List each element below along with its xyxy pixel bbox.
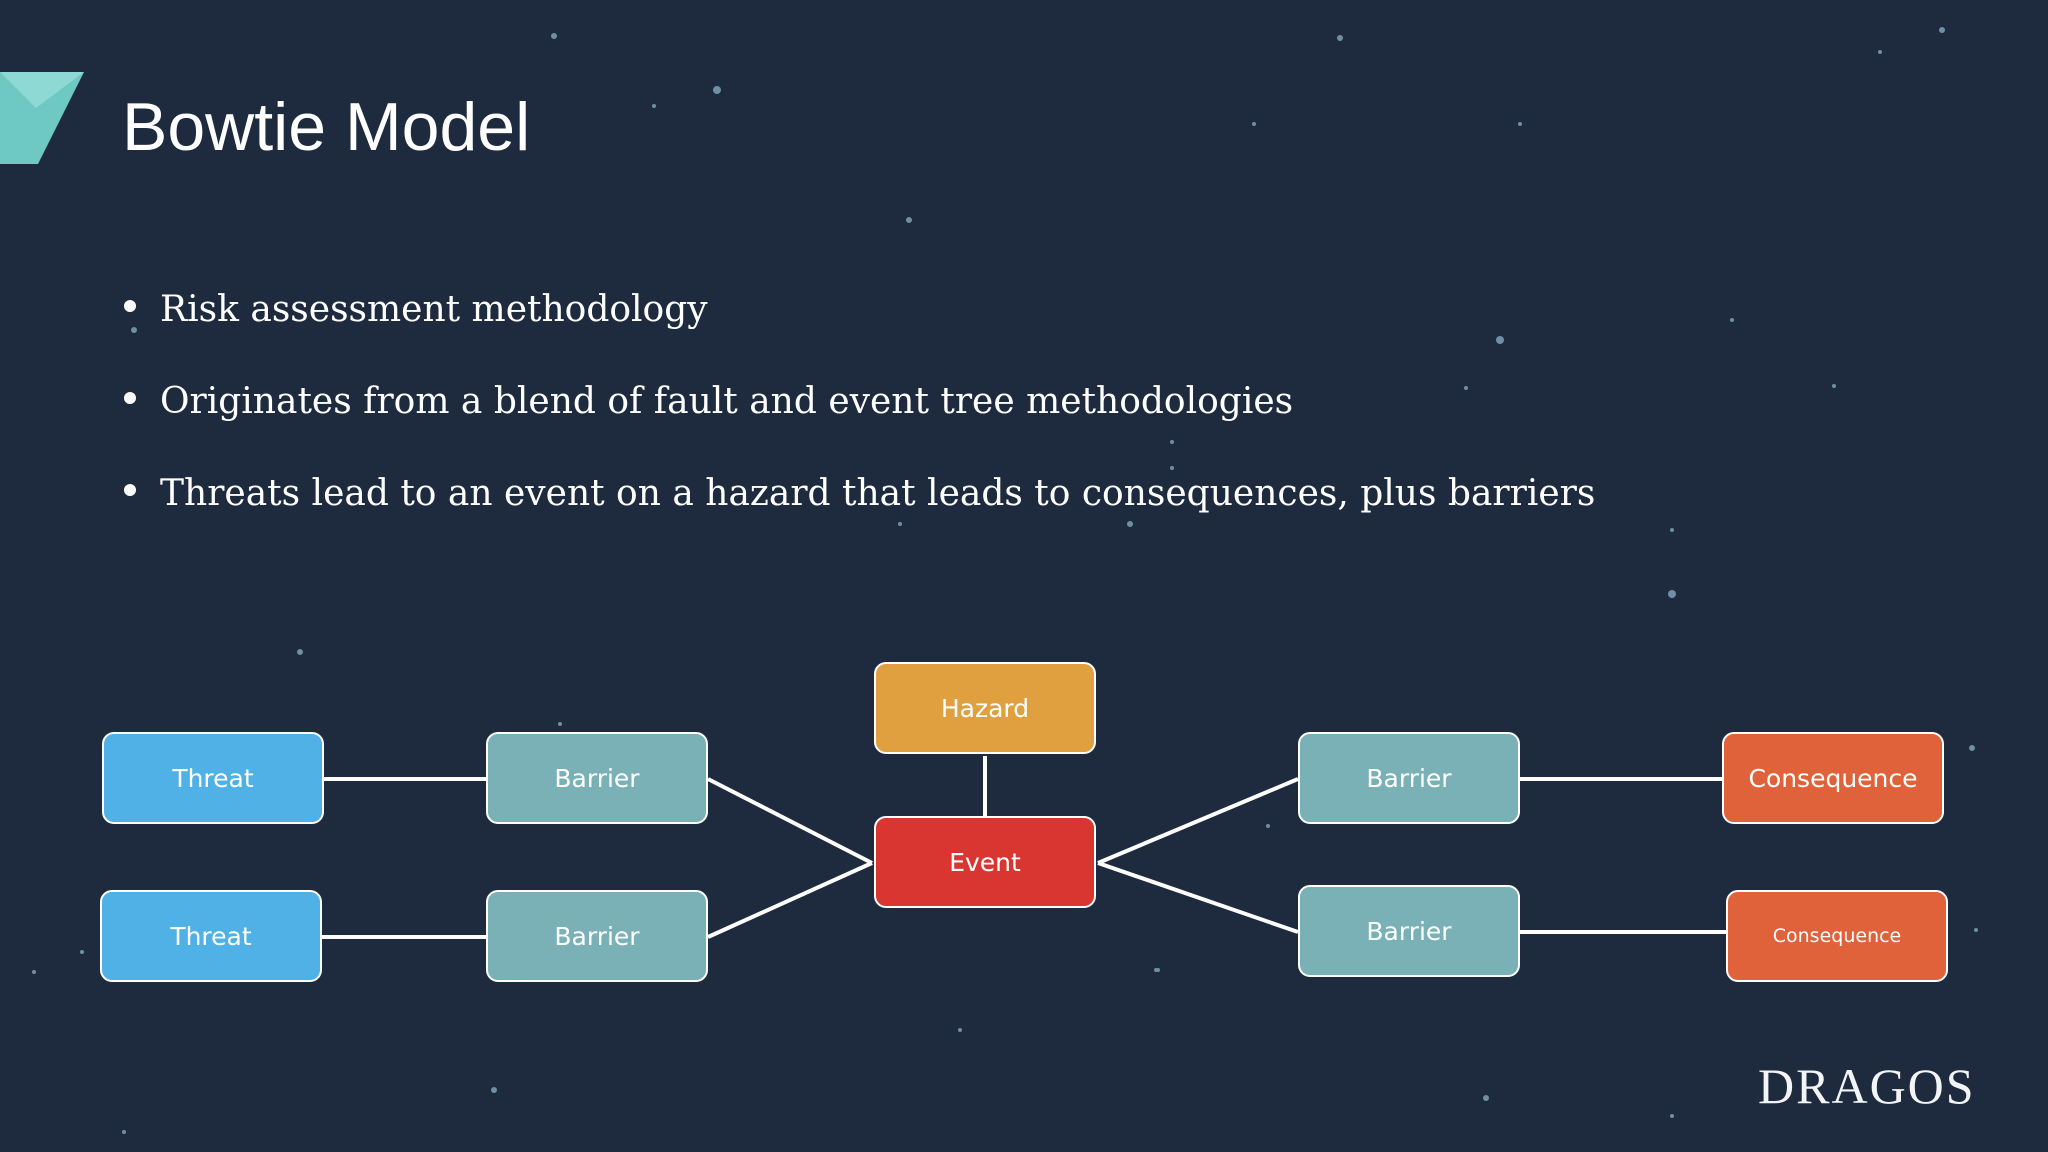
slide-title: Bowtie Model: [122, 89, 531, 165]
connector-event-barrier3: [1097, 777, 1299, 865]
bullet-text: Originates from a blend of fault and eve…: [160, 381, 1294, 422]
dragos-logo: DRAGOS: [1758, 1058, 1976, 1114]
bullet-text: Threats lead to an event on a hazard tha…: [160, 473, 1596, 514]
connector-barrier1-event: [707, 777, 873, 865]
bullet-dot-icon: [124, 392, 136, 404]
bullet-item: Risk assessment methodology: [122, 280, 1595, 372]
bullet-dot-icon: [124, 300, 136, 312]
consequence-node: Consequence: [1726, 890, 1948, 982]
connector-event-barrier4: [1097, 861, 1299, 934]
bullet-dot-icon: [124, 484, 136, 496]
barrier-node: Barrier: [1298, 885, 1520, 977]
bullet-list: Risk assessment methodology Originates f…: [122, 280, 1595, 556]
logo-text: DRAGOS: [1758, 1058, 1976, 1114]
barrier-node: Barrier: [1298, 732, 1520, 824]
consequence-node: Consequence: [1722, 732, 1944, 824]
threat-node: Threat: [100, 890, 322, 982]
barrier-node: Barrier: [486, 732, 708, 824]
bullet-item: Threats lead to an event on a hazard tha…: [122, 464, 1595, 556]
connector-barrier2-event: [707, 861, 873, 939]
bullet-item: Originates from a blend of fault and eve…: [122, 372, 1595, 464]
threat-node: Threat: [102, 732, 324, 824]
hazard-node: Hazard: [874, 662, 1096, 754]
bullet-text: Risk assessment methodology: [160, 289, 708, 330]
event-node: Event: [874, 816, 1096, 908]
barrier-node: Barrier: [486, 890, 708, 982]
corner-accent-shape: [0, 72, 84, 164]
